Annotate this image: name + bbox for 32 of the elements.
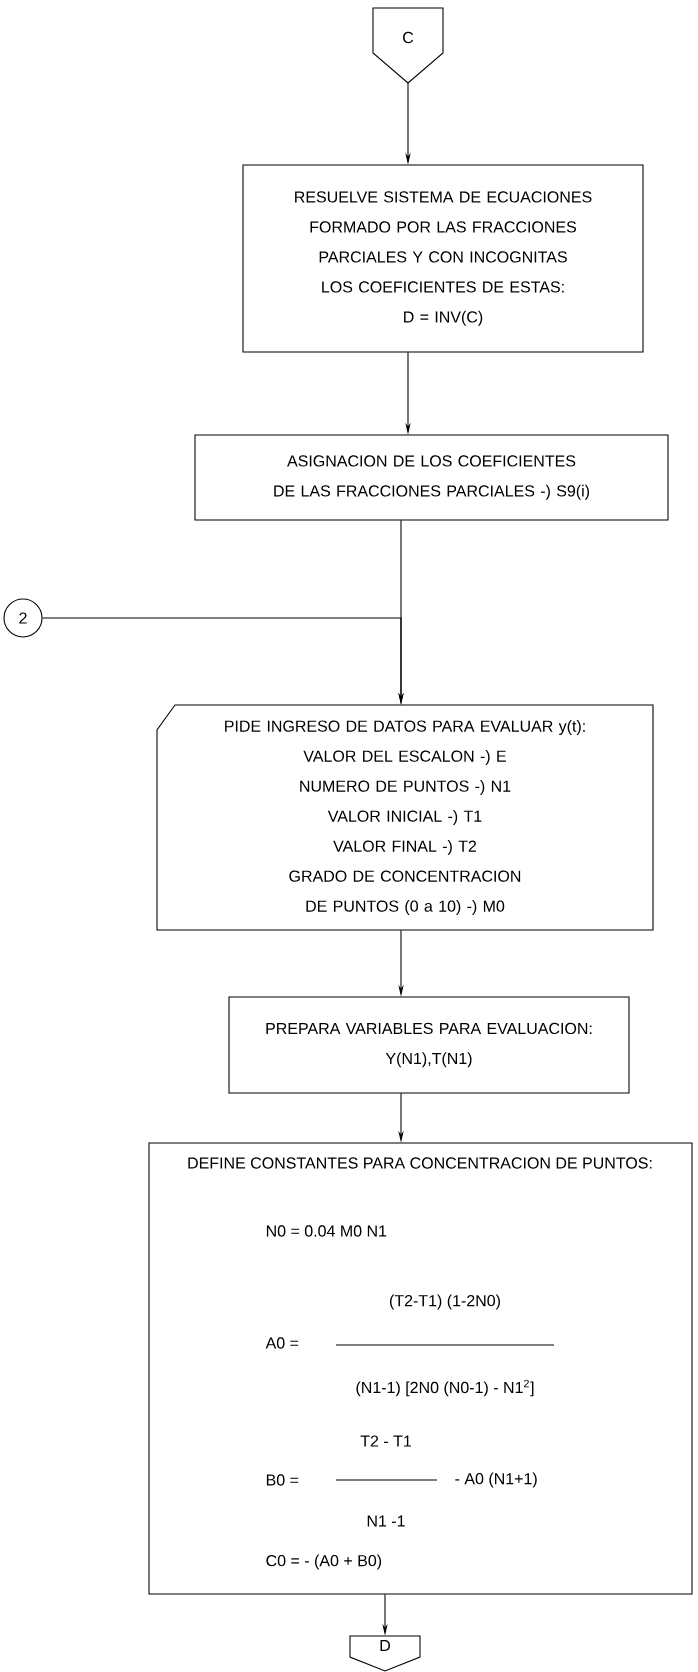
node-label: VALOR DEL ESCALON -) E [303, 750, 506, 765]
formula-text: N0 = 0.04 M0 N1 [266, 1225, 387, 1237]
formula-text: N1 -1 [367, 1515, 405, 1527]
box-text: RESUELVE SISTEMA DE ECUACIONES FORMADO POR LAS FRACCIONES PARCIALES Y CON INCOGNITAS LOS COEFICIENTES DE ESTAS: D = INV(C) [295, 191, 592, 326]
formula-text: C0 = - (A0 + B0) [266, 1554, 382, 1570]
manual-input-box [156, 704, 654, 931]
connector-circle [3, 598, 43, 638]
formula-text: A0 = [265, 1337, 299, 1349]
box-text: PIDE INGRESO DE DATOS PARA EVALUAR y(t): VALOR DEL ESCALON -) E NUMERO DE PUNTOS -) N1 VALOR INICIAL -) T1 VALOR FINAL -) T2 GRADO DE CONCENTRACION DE PUNTOS (0 a 10) -) M0 [225, 720, 585, 915]
formula-text: (N1-1) [2N0 (N0-1) - N1$^{2}$] [356, 1379, 534, 1397]
off-page-connector [349, 1635, 421, 1672]
formula-text: - A0 (N1+1) [455, 1472, 537, 1488]
process-box [228, 996, 630, 1094]
formula-text: (T2-T1) (1-2N0) [390, 1294, 500, 1310]
node-label: PIDE INGRESO DE DATOS PARA EVALUAR y(t): [225, 720, 585, 735]
node-label: NUMERO DE PUNTOS -) N1 [300, 780, 511, 795]
box-text: PREPARA VARIABLES PARA EVALUACION: Y(N1),T(N1) [266, 1022, 592, 1068]
off-page-connector [372, 7, 444, 84]
box-text: C [403, 31, 414, 44]
node-label: GRADO DE CONCENTRACION [289, 870, 521, 882]
process-box [242, 164, 644, 353]
box-text: ASIGNACION DE LOS COEFICIENTES DE LAS FRACCIONES PARCIALES -) S9(i) [274, 455, 589, 500]
node-label: DE PUNTOS (0 a 10) -) M0 [306, 900, 505, 915]
process-box [148, 1142, 693, 1595]
box-text: D [380, 1640, 390, 1651]
formula-text: B0 = [266, 1474, 299, 1486]
node-label: VALOR INICIAL -) T1 [327, 810, 482, 825]
box-text: DEFINE CONSTANTES PARA CONCENTRACION DE PUNTOS: [188, 1157, 652, 1169]
node-label: VALOR FINAL -) T2 [333, 840, 477, 855]
box-text: 2 [19, 612, 27, 624]
formula-text: T2 - T1 [360, 1435, 411, 1447]
process-box [194, 434, 669, 521]
